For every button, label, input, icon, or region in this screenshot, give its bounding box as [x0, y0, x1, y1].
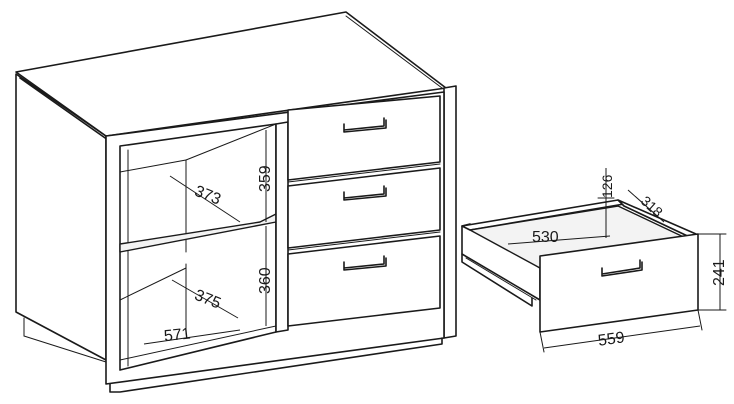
drawer-detail: [461, 199, 699, 333]
dim-text-drawer-front-width: 559: [597, 329, 626, 350]
dimension-compartment-lower-height: 360: [257, 226, 274, 326]
dim-text-compartment-lower: 360: [257, 267, 274, 294]
dimension-drawer-inner-width: 530: [507, 229, 611, 246]
dim-text-drawer-inner-depth: 318: [638, 193, 666, 221]
dimension-drawer-front-width: 559: [539, 309, 703, 353]
cabinet-drawer-1: [287, 95, 441, 181]
dimension-drawer-front-height: 241: [697, 233, 728, 311]
drawer-handle-3: [343, 255, 387, 271]
cabinet-divider: [275, 121, 289, 333]
dimension-compartment-width: 571: [143, 326, 241, 346]
dim-text-compartment-upper: 359: [257, 165, 274, 192]
open-compartment: [119, 123, 277, 371]
dimension-compartment-upper-height: 359: [257, 130, 274, 222]
drawer-handle-2: [343, 185, 387, 201]
dim-text-drawer-inner-height: 126: [599, 174, 615, 198]
cabinet-right-side: [443, 85, 457, 339]
dim-text-compartment-width: 571: [163, 326, 191, 346]
cabinet-drawer-2: [287, 167, 441, 249]
dim-text-drawer-front-height: 241: [711, 259, 728, 286]
cabinet-drawers: [287, 95, 441, 327]
dimension-drawer-inner-height: 126: [597, 168, 615, 238]
drawer-front-handle: [601, 259, 643, 277]
drawer-handle-1: [343, 117, 387, 133]
dim-text-drawer-inner-width: 530: [532, 229, 559, 246]
cabinet-drawer-3: [287, 235, 441, 327]
